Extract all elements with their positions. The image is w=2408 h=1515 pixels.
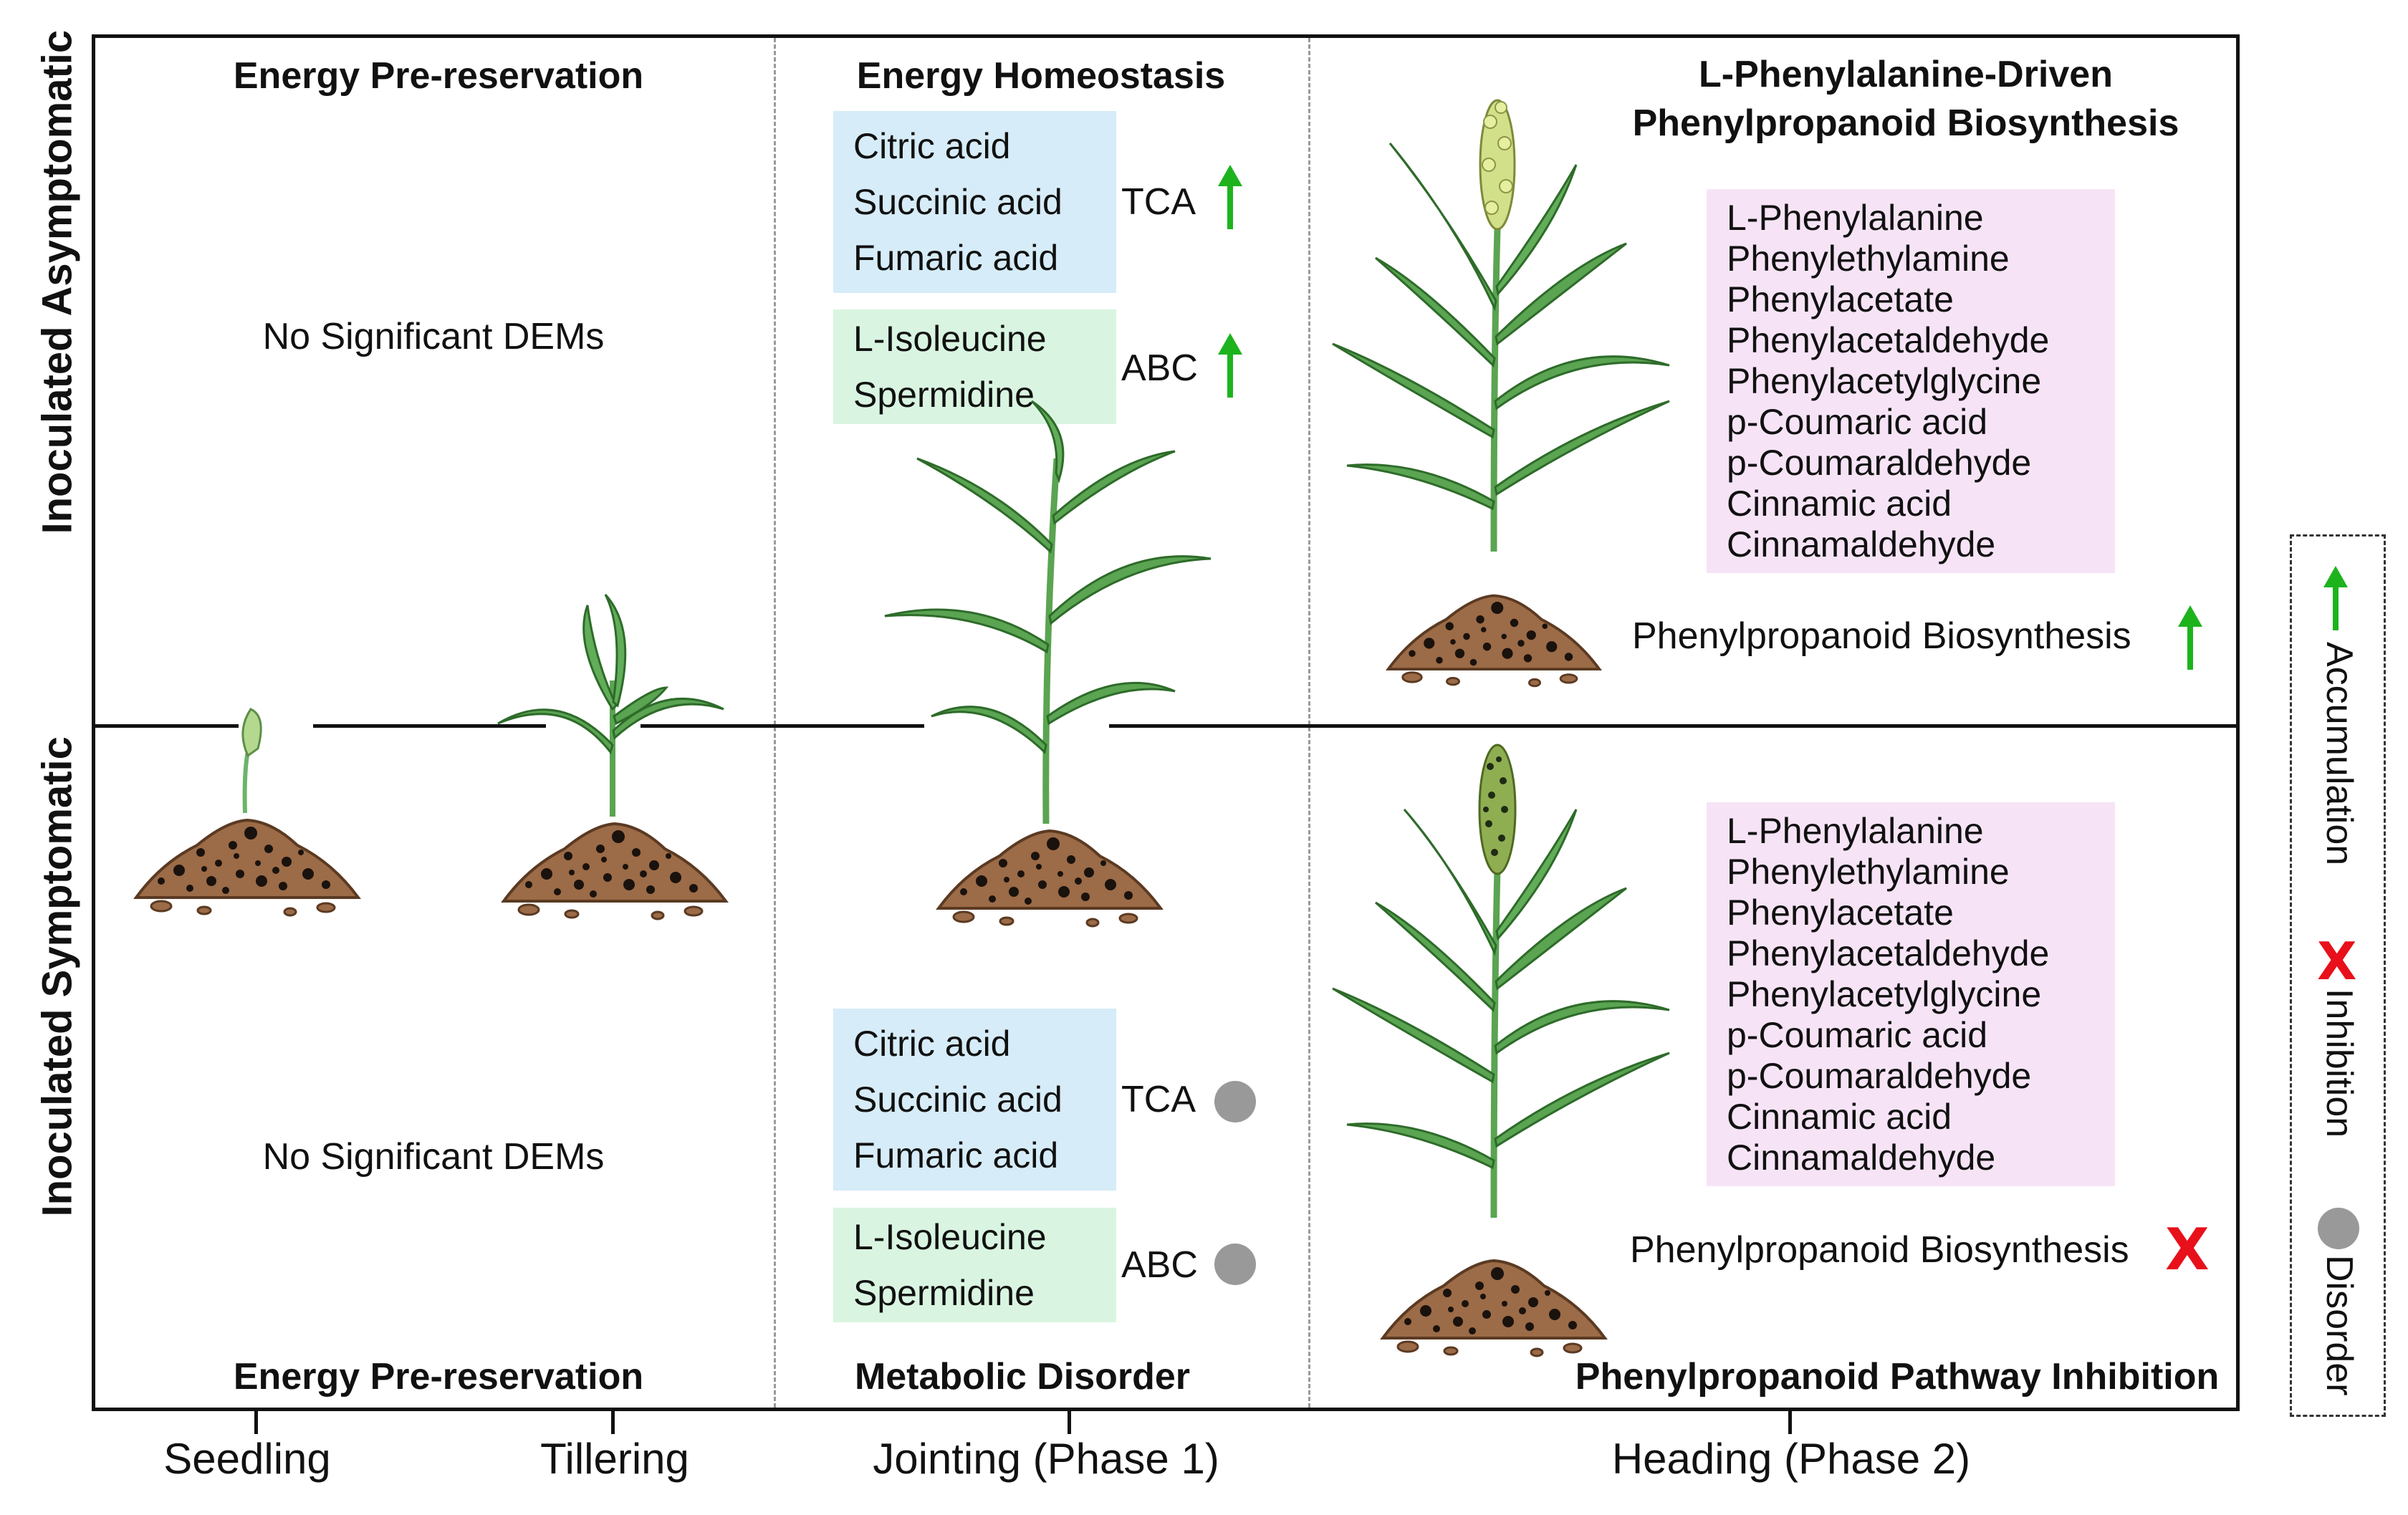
- up-arrow-icon: [1218, 165, 1242, 229]
- metabolite-item: Phenylacetylglycine: [1727, 361, 2042, 401]
- column-divider-2: [1308, 38, 1310, 1408]
- metabolite-item: L-Phenylalanine: [1727, 811, 1984, 851]
- metabolite-item: Phenylacetylglycine: [1727, 974, 2042, 1014]
- up-arrow-icon: [2178, 605, 2202, 670]
- metabolite-item: Phenylethylamine: [1727, 852, 2010, 892]
- metabolite-item: Phenylacetate: [1727, 893, 1954, 933]
- heading-plant-top-icon: [1332, 99, 1670, 688]
- metabolite-item: p-Coumaraldehyde: [1727, 443, 2032, 483]
- top-col3-title: L-Phenylalanine-Driven Phenylpropanoid B…: [1633, 50, 2179, 148]
- metabolite-item: p-Coumaric acid: [1727, 402, 1988, 442]
- metabolite-item: Cinnamaldehyde: [1727, 1138, 1996, 1178]
- bottom-pathway-label: Phenylpropanoid Biosynthesis: [1630, 1229, 2129, 1271]
- stage-label-jointing: Jointing (Phase 1): [873, 1435, 1219, 1483]
- metabolite-item: p-Coumaraldehyde: [1727, 1056, 2032, 1096]
- metabolite-item: Succinic acid: [853, 1079, 1063, 1120]
- inhibition-x-icon: X: [2165, 1216, 2210, 1283]
- legend-accumulation-icon: [2323, 566, 2348, 630]
- legend-disorder-icon: [2318, 1208, 2359, 1249]
- metabolite-item: p-Coumaric acid: [1727, 1015, 1988, 1055]
- top-col2-title: Energy Homeostasis: [856, 55, 1226, 97]
- row-divider: [641, 724, 924, 728]
- legend-inhibition-icon: X: [2317, 931, 2357, 991]
- bottom-tca-label: TCA: [1121, 1079, 1196, 1120]
- top-abc-box: L-Isoleucine Spermidine: [833, 309, 1116, 424]
- metabolite-item: Succinic acid: [853, 182, 1063, 222]
- heading-plant-bottom-icon: [1332, 744, 1670, 1357]
- metabolite-item: Citric acid: [853, 126, 1011, 166]
- stage-label-seedling: Seedling: [163, 1435, 331, 1483]
- top-col3-title-line1: L-Phenylalanine-Driven: [1699, 54, 2113, 95]
- stage-label-tillering: Tillering: [540, 1435, 689, 1483]
- bottom-abc-box: L-Isoleucine Spermidine: [833, 1208, 1116, 1322]
- bottom-col2-title: Metabolic Disorder: [854, 1356, 1191, 1398]
- disorder-dot-icon: [1214, 1244, 1256, 1285]
- row-divider: [95, 724, 239, 728]
- stage-label-heading: Heading (Phase 2): [1611, 1435, 1971, 1483]
- top-tca-label: TCA: [1121, 181, 1196, 223]
- top-tca-box: Citric acid Succinic acid Fumaric acid: [833, 111, 1116, 293]
- bottom-col3-title: Phenylpropanoid Pathway Inhibition: [1575, 1356, 2220, 1398]
- metabolite-item: Phenylacetaldehyde: [1727, 320, 2050, 360]
- top-col3-title-line2: Phenylpropanoid Biosynthesis: [1632, 102, 2179, 144]
- top-metabolite-box: L-Phenylalanine Phenylethylamine Phenyla…: [1707, 189, 2115, 573]
- metabolite-item: Spermidine: [853, 375, 1035, 415]
- row-divider: [1109, 724, 2236, 728]
- metabolite-item: Phenylethylamine: [1727, 239, 2010, 279]
- metabolite-item: Phenylacetaldehyde: [1727, 933, 2050, 973]
- top-no-significant-text: No Significant DEMs: [262, 316, 605, 357]
- top-abc-label: ABC: [1121, 347, 1198, 389]
- disorder-dot-icon: [1214, 1081, 1256, 1122]
- bottom-no-significant-text: No Significant DEMs: [262, 1136, 605, 1178]
- metabolite-item: Cinnamic acid: [1727, 484, 1952, 524]
- bottom-col1-title: Energy Pre-reservation: [233, 1356, 644, 1398]
- bottom-abc-label: ABC: [1121, 1244, 1198, 1286]
- metabolite-item: Cinnamaldehyde: [1727, 524, 1996, 564]
- up-arrow-icon: [1218, 333, 1242, 398]
- metabolite-item: L-Isoleucine: [853, 1217, 1047, 1257]
- jointing-plant-icon: [884, 400, 1212, 928]
- metabolite-item: L-Isoleucine: [853, 319, 1047, 359]
- metabolite-item: Fumaric acid: [853, 238, 1059, 278]
- figure-frame: [92, 34, 2240, 1411]
- bottom-tca-box: Citric acid Succinic acid Fumaric acid: [833, 1009, 1116, 1191]
- tillering-plant-icon: [497, 593, 727, 920]
- legend-box: [2290, 534, 2386, 1417]
- axis-tick: [1068, 1410, 1071, 1434]
- axis-tick: [254, 1410, 258, 1434]
- metabolite-item: Spermidine: [853, 1273, 1035, 1313]
- metabolite-item: Cinnamic acid: [1727, 1097, 1952, 1137]
- metabolite-item: Citric acid: [853, 1024, 1011, 1064]
- metabolite-item: Fumaric acid: [853, 1135, 1059, 1175]
- metabolite-item: L-Phenylalanine: [1727, 198, 1984, 238]
- axis-tick: [1788, 1410, 1792, 1434]
- top-pathway-label: Phenylpropanoid Biosynthesis: [1632, 615, 2131, 657]
- seedling-plant-icon: [135, 708, 360, 917]
- metabolite-item: Phenylacetate: [1727, 279, 1954, 319]
- column-divider-1: [774, 38, 776, 1408]
- top-col1-title: Energy Pre-reservation: [233, 55, 644, 97]
- row-divider: [313, 724, 546, 728]
- bottom-metabolite-box: L-Phenylalanine Phenylethylamine Phenyla…: [1707, 802, 2115, 1186]
- axis-tick: [611, 1410, 615, 1434]
